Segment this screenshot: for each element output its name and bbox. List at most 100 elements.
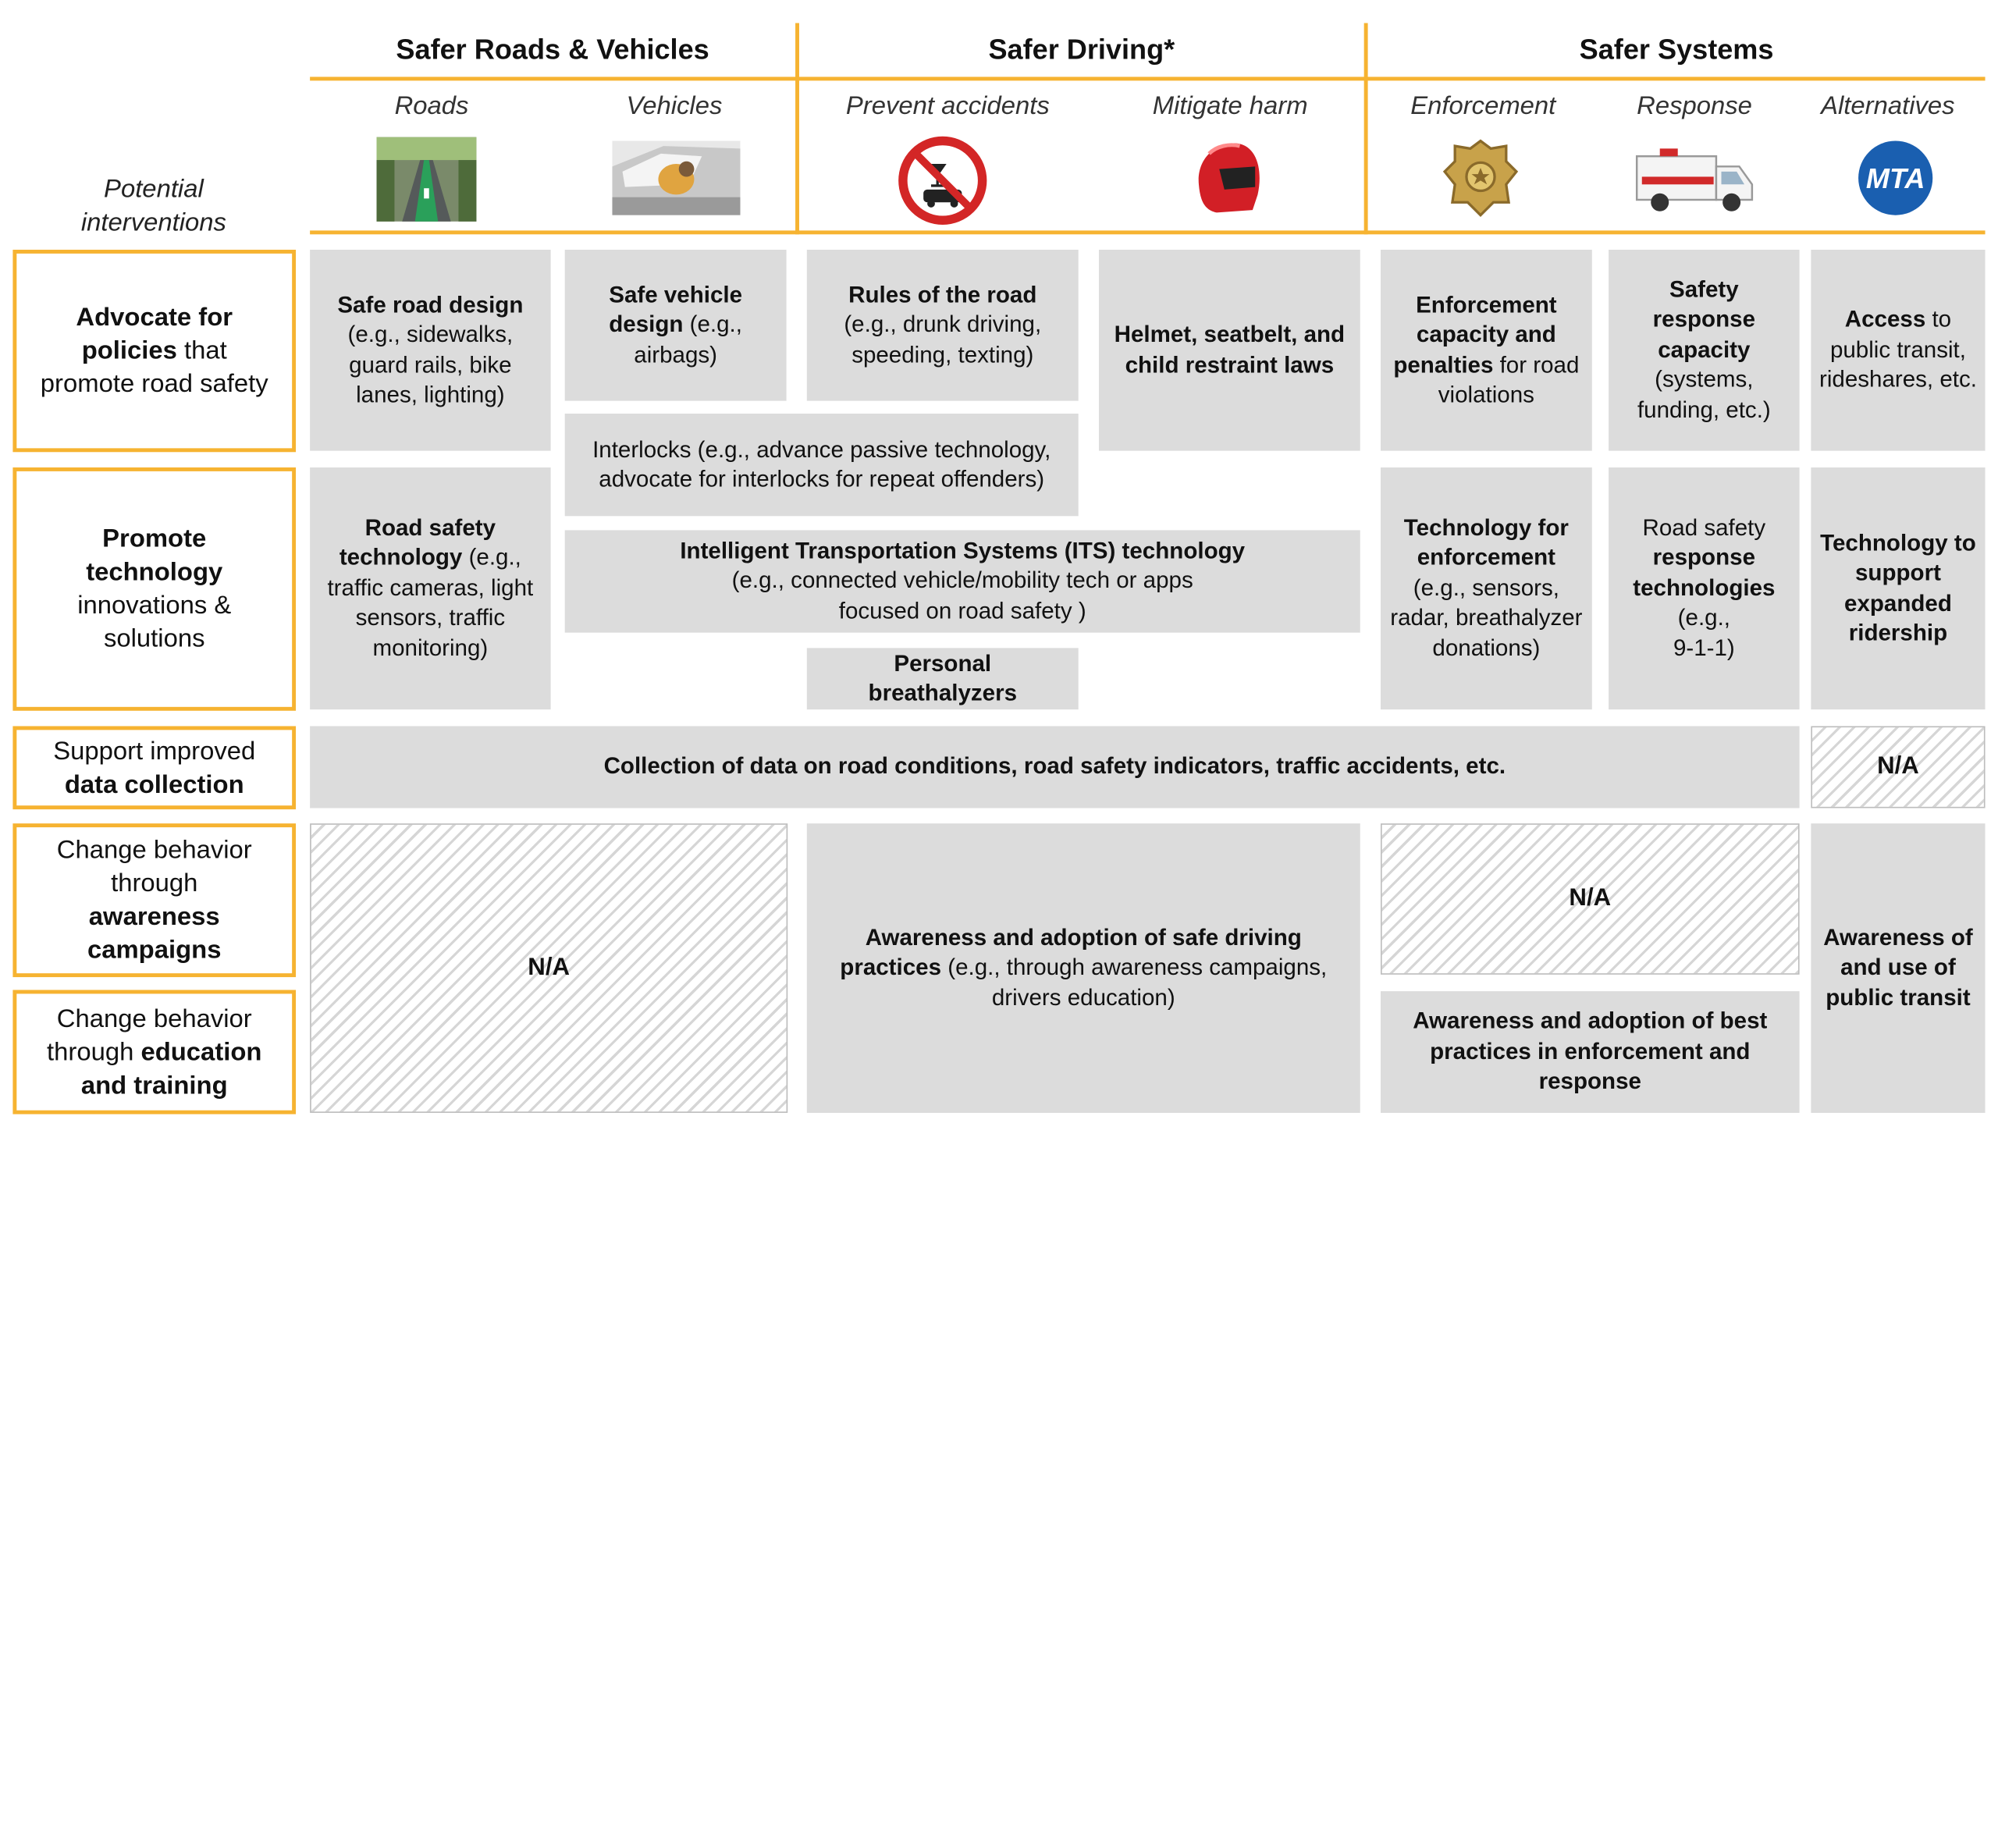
- cell-personal-breathalyzers: Personal breathalyzers: [806, 648, 1079, 710]
- bike-lane-road-photo-icon: [376, 137, 477, 222]
- cell-rules-of-road-bold: Rules of the road: [848, 281, 1037, 307]
- subcategory-response: Response: [1637, 92, 1752, 121]
- cell-road-safety-response: Road safety response technologies (e.g., 9-…: [1609, 467, 1800, 710]
- cell-enforcement-capacity-text: for road violations: [1438, 351, 1580, 407]
- cell-access-text: to public transit, rideshares, etc.: [1818, 306, 1977, 393]
- corner-label: Potential interventions: [12, 173, 294, 240]
- cell-safe-vehicle-design-bold2: design: [609, 311, 684, 337]
- row-label-technology: Promote technology innovations & solutio…: [12, 467, 297, 711]
- cell-safe-road-design-text: (e.g., sidewalks, guard rails, bike lane…: [347, 321, 514, 407]
- row-education-bold3: and training: [80, 1071, 228, 1100]
- subcategory-prevent: Prevent accidents: [845, 92, 1050, 121]
- cell-its-text1: (e.g., connected vehicle/mobility tech o…: [731, 567, 1193, 594]
- mta-logo-text: MTA: [1866, 162, 1925, 194]
- cell-safe-road-design: Safe road design(e.g., sidewalks, guard …: [310, 249, 551, 451]
- row-education-bold2: education: [140, 1038, 262, 1067]
- cell-tech-enforcement-bold: Technology for enforcement: [1403, 514, 1569, 570]
- row-technology-text3: innovations &: [77, 592, 232, 620]
- header-bottom-rule: [310, 230, 1986, 235]
- cell-best-practices-bold: Awareness and adoption of best practices…: [1413, 1008, 1768, 1094]
- cell-na-enforcement-text: N/A: [1569, 884, 1612, 912]
- cell-road-safety-response-text3: 9-1-1): [1673, 634, 1735, 661]
- cell-road-safety-response-text2: (e.g.,: [1677, 604, 1731, 631]
- cell-helmet-laws: Helmet, seatbelt, and child restraint la…: [1098, 249, 1360, 451]
- divider-systems: [1363, 23, 1368, 235]
- row-awareness-bold3: awareness: [88, 902, 220, 932]
- cell-awareness-safe-driving-text: (e.g., through awareness campaigns, driv…: [941, 954, 1328, 1011]
- row-label-awareness: Change behavior through awareness campai…: [12, 823, 297, 978]
- cell-na-roads-text: N/A: [528, 954, 571, 982]
- cell-road-safety-tech-text: (e.g., traffic cameras, light sensors, t…: [327, 544, 534, 661]
- cell-safety-response-bold: Safety response capacity: [1652, 276, 1756, 362]
- row-awareness-text1: Change behavior: [56, 836, 252, 865]
- cell-data-collection-bold: Collection of data on road conditions, r…: [603, 753, 1506, 780]
- no-drunk-driving-icon: [898, 136, 987, 225]
- car-airbag-photo-icon: [612, 140, 741, 215]
- cell-awareness-safe-driving: Awareness and adoption of safe driving p…: [806, 823, 1360, 1114]
- cell-helmet-laws-bold: Helmet, seatbelt, and child restraint la…: [1114, 321, 1346, 378]
- subcategory-mitigate: Mitigate harm: [1152, 92, 1308, 121]
- cell-safety-response: Safety response capacity(systems, fundin…: [1609, 249, 1800, 451]
- cell-interlocks: Interlocks (e.g., advance passive techno…: [564, 414, 1079, 517]
- subcategory-roads: Roads: [394, 92, 469, 121]
- cell-tech-ridership: Technology to support expanded ridership: [1811, 467, 1986, 710]
- cell-road-safety-tech-bold: Road safety technology: [339, 514, 496, 570]
- cell-road-safety-response-text1: Road safety: [1642, 514, 1766, 541]
- cell-public-transit: Awareness of and use of public transit: [1811, 823, 1986, 1114]
- subcategory-vehicles: Vehicles: [626, 92, 723, 121]
- cell-safe-vehicle-design-text: (e.g., airbags): [634, 311, 742, 368]
- cell-road-safety-response-bold: response technologies: [1633, 544, 1776, 601]
- cell-na-data: N/A: [1811, 726, 1986, 808]
- cell-rules-of-road: Rules of the road (e.g., drunk driving, s…: [806, 249, 1079, 401]
- row-data-text1: Support improved: [53, 737, 256, 766]
- subcategory-enforcement: Enforcement: [1410, 92, 1556, 121]
- cell-access: Access to public transit, rideshares, et…: [1811, 249, 1986, 451]
- group-title-systems: Safer Systems: [1579, 33, 1774, 66]
- row-technology-bold2: technology: [86, 558, 223, 587]
- cell-tech-ridership-bold: Technology to support expanded ridership: [1820, 529, 1976, 646]
- header-top-rule: [310, 76, 1986, 81]
- cell-enforcement-capacity-bold: Enforcement capacity and penalties: [1393, 291, 1557, 378]
- cell-safe-vehicle-design-bold1: Safe vehicle: [609, 281, 743, 307]
- cell-its-text2: focused on road safety ): [838, 597, 1086, 624]
- cell-personal-breathalyzers-bold: Personal breathalyzers: [868, 649, 1018, 706]
- row-awareness-bold4: campaigns: [87, 936, 222, 965]
- cell-safety-response-text: (systems, funding, etc.): [1637, 366, 1771, 423]
- row-technology-bold1: Promote: [102, 524, 207, 553]
- cell-data-collection: Collection of data on road conditions, r…: [310, 726, 1800, 808]
- row-data-bold2: data collection: [64, 770, 244, 799]
- row-label-education: Change behavior through education and tr…: [12, 990, 297, 1114]
- row-advocate-text3: promote road safety: [40, 370, 268, 399]
- cell-tech-enforcement-text: (e.g., sensors, radar, breathalyzer dona…: [1390, 574, 1583, 661]
- cell-safe-vehicle-design: Safe vehicle design (e.g., airbags): [564, 249, 787, 401]
- row-label-data: Support improved data collection: [12, 726, 297, 810]
- row-awareness-text2: through: [111, 869, 198, 898]
- row-advocate-bold1: Advocate for: [76, 303, 233, 332]
- ambulance-icon: [1635, 148, 1754, 211]
- subcategory-alternatives: Alternatives: [1821, 92, 1955, 121]
- row-education-text2: through: [47, 1038, 141, 1067]
- cell-best-practices: Awareness and adoption of best practices…: [1380, 991, 1800, 1114]
- row-education-text1: Change behavior: [56, 1004, 252, 1033]
- cell-na-data-text: N/A: [1877, 752, 1919, 780]
- cell-rules-of-road-text: (e.g., drunk driving, speeding, texting): [844, 311, 1042, 368]
- cell-na-enforcement: N/A: [1380, 823, 1800, 975]
- cell-access-bold: Access: [1844, 306, 1926, 332]
- cell-tech-enforcement: Technology for enforcement(e.g., sensors…: [1380, 467, 1592, 710]
- cell-interlocks-text: (e.g., advance passive technology, advoc…: [599, 435, 1051, 492]
- cell-interlocks-bold: Interlocks: [592, 435, 691, 462]
- row-advocate-text2: that: [176, 336, 227, 365]
- cell-awareness-safe-driving-bold: Awareness and adoption of safe driving p…: [840, 924, 1302, 980]
- police-badge-icon: [1442, 139, 1519, 218]
- helmet-icon: [1198, 143, 1260, 213]
- group-title-roads-vehicles: Safer Roads & Vehicles: [396, 33, 709, 66]
- mta-logo-icon: MTA: [1858, 140, 1933, 215]
- cell-na-roads: N/A: [310, 823, 788, 1114]
- row-advocate-bold2: policies: [81, 336, 177, 365]
- cell-its: Intelligent Transportation Systems (ITS)…: [564, 530, 1360, 633]
- corner-label-line1: Potential: [104, 175, 204, 204]
- divider-driving: [795, 23, 799, 235]
- row-label-advocate: Advocate for policies that promote road …: [12, 249, 297, 453]
- row-technology-text4: solutions: [103, 624, 205, 653]
